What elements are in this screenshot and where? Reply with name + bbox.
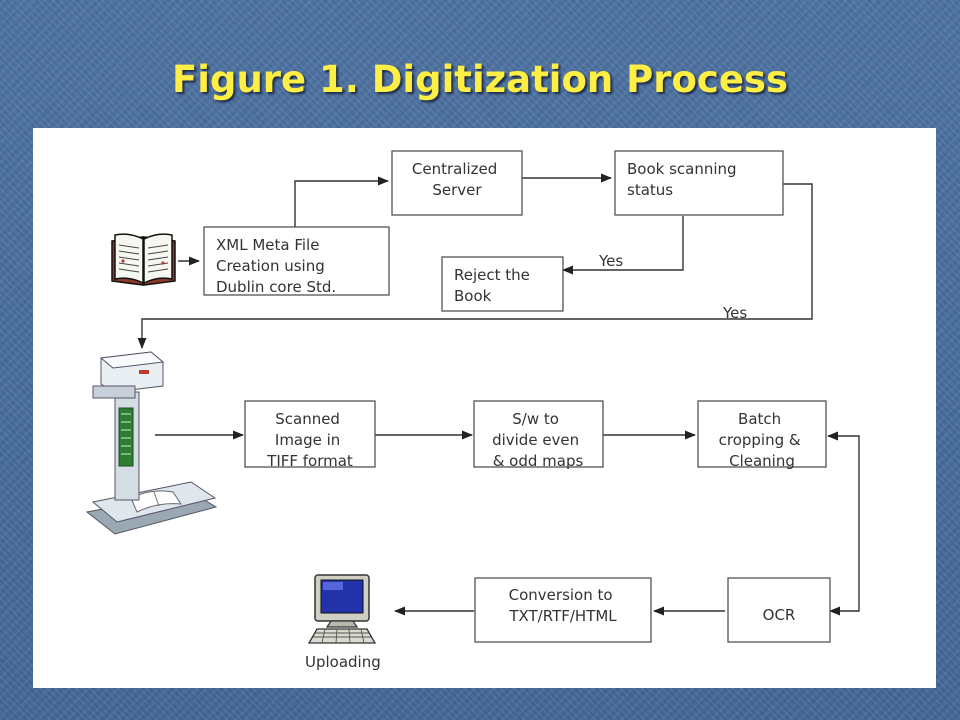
box-ocr — [727, 577, 831, 643]
box-reject-book — [441, 256, 564, 312]
edge-status-to-reject — [561, 216, 684, 275]
box-batch-crop — [697, 400, 827, 468]
edge-batch-ocr-link — [826, 431, 860, 616]
label-batch-crop: Batch cropping & Cleaning — [719, 410, 806, 470]
open-book-icon — [111, 233, 176, 286]
label-sw-divide: S/w to divide even & odd maps — [492, 410, 584, 470]
edge-xml-to-server — [294, 176, 390, 227]
label-book-scanning-status: Book scanning status — [627, 160, 741, 199]
edge-status-to-scanner — [137, 183, 813, 350]
label-yes-scan: Yes — [722, 304, 747, 322]
label-yes-reject: Yes — [598, 252, 623, 270]
computer-icon — [307, 574, 377, 644]
box-sw-divide — [473, 400, 604, 468]
label-conversion: Conversion to TXT/RTF/HTML — [508, 586, 617, 625]
book-scanner-icon — [85, 351, 218, 535]
slide-title: Figure 1. Digitization Process — [172, 58, 788, 101]
box-book-scanning-status — [614, 150, 784, 216]
label-uploading: Uploading — [305, 653, 381, 671]
box-scanned-image — [244, 400, 376, 468]
label-ocr: OCR — [763, 606, 796, 624]
diagram-panel: XML Meta File Creation using Dublin core… — [33, 128, 936, 688]
box-xml-meta — [203, 226, 390, 296]
label-centralized-server: Centralized Server — [412, 160, 502, 199]
label-xml-meta: XML Meta File Creation using Dublin core… — [216, 236, 336, 296]
box-centralized-server — [391, 150, 523, 216]
label-reject-book: Reject the Book — [454, 266, 535, 305]
box-conversion — [474, 577, 652, 643]
label-scanned-image: Scanned Image in TIFF format — [266, 410, 353, 470]
digitization-flowchart: XML Meta File Creation using Dublin core… — [85, 150, 860, 671]
